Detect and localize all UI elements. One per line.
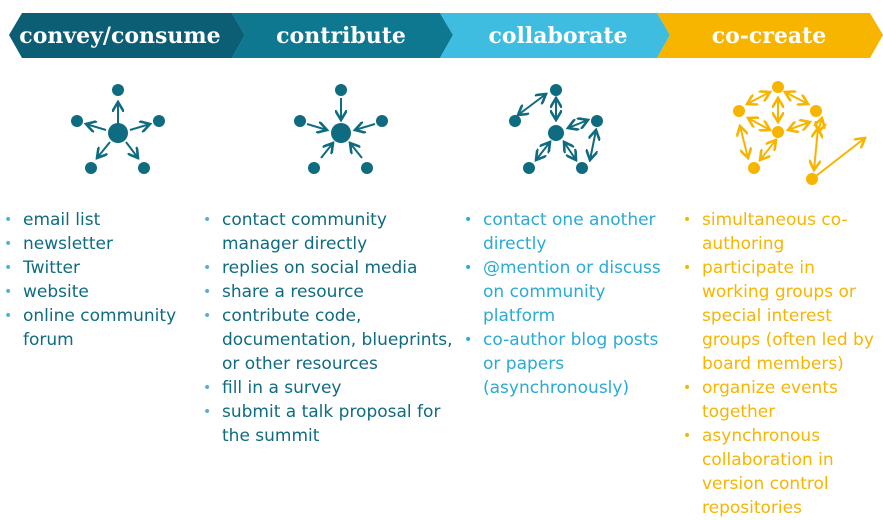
peer-to-peer-network-icon — [509, 84, 603, 174]
list-item: email list — [4, 208, 194, 232]
column-collaborate: contact one another directly@mention or … — [464, 208, 674, 400]
column-contribute: contact community manager directlyreplie… — [203, 208, 458, 448]
stage-label-convey-consume: convey/consume — [19, 23, 220, 49]
list-item: asynchronous collaboration in version co… — [683, 424, 883, 520]
stage-arrow-convey-consume: convey/consume — [9, 13, 245, 58]
list-item: website — [4, 280, 194, 304]
list-item: newsletter — [4, 232, 194, 256]
stage-arrow-co-create: co-create — [657, 13, 883, 58]
co-creation-network-icon — [733, 81, 878, 185]
list-item: organize events together — [683, 376, 883, 424]
list-item: replies on social media — [203, 256, 458, 280]
broadcast-network-icon — [71, 84, 165, 174]
list-item: share a resource — [203, 280, 458, 304]
stage-label-collaborate: collaborate — [488, 23, 627, 49]
list-item: contact community manager directly — [203, 208, 458, 256]
stage-label-contribute: contribute — [276, 23, 406, 49]
list-item: contact one another directly — [464, 208, 674, 256]
list-item: contribute code, documentation, blueprin… — [203, 304, 458, 376]
list-item: participate in working groups or special… — [683, 256, 883, 376]
column-convey-consume: email listnewsletterTwitterwebsiteonline… — [4, 208, 194, 352]
column-co-create: simultaneous co-authoringparticipate in … — [683, 208, 883, 520]
inbound-network-icon — [294, 84, 388, 174]
stage-arrow-contribute: contribute — [232, 13, 453, 58]
list-item: co-author blog posts or papers (asynchro… — [464, 328, 674, 400]
list-item: submit a talk proposal for the summit — [203, 400, 458, 448]
list-item: online community forum — [4, 304, 194, 352]
list-item: Twitter — [4, 256, 194, 280]
list-item: fill in a survey — [203, 376, 458, 400]
stage-label-co-create: co-create — [712, 23, 827, 49]
stage-arrow-collaborate: collaborate — [440, 13, 670, 58]
list-item: @mention or discuss on community platfor… — [464, 256, 674, 328]
list-item: simultaneous co-authoring — [683, 208, 883, 256]
